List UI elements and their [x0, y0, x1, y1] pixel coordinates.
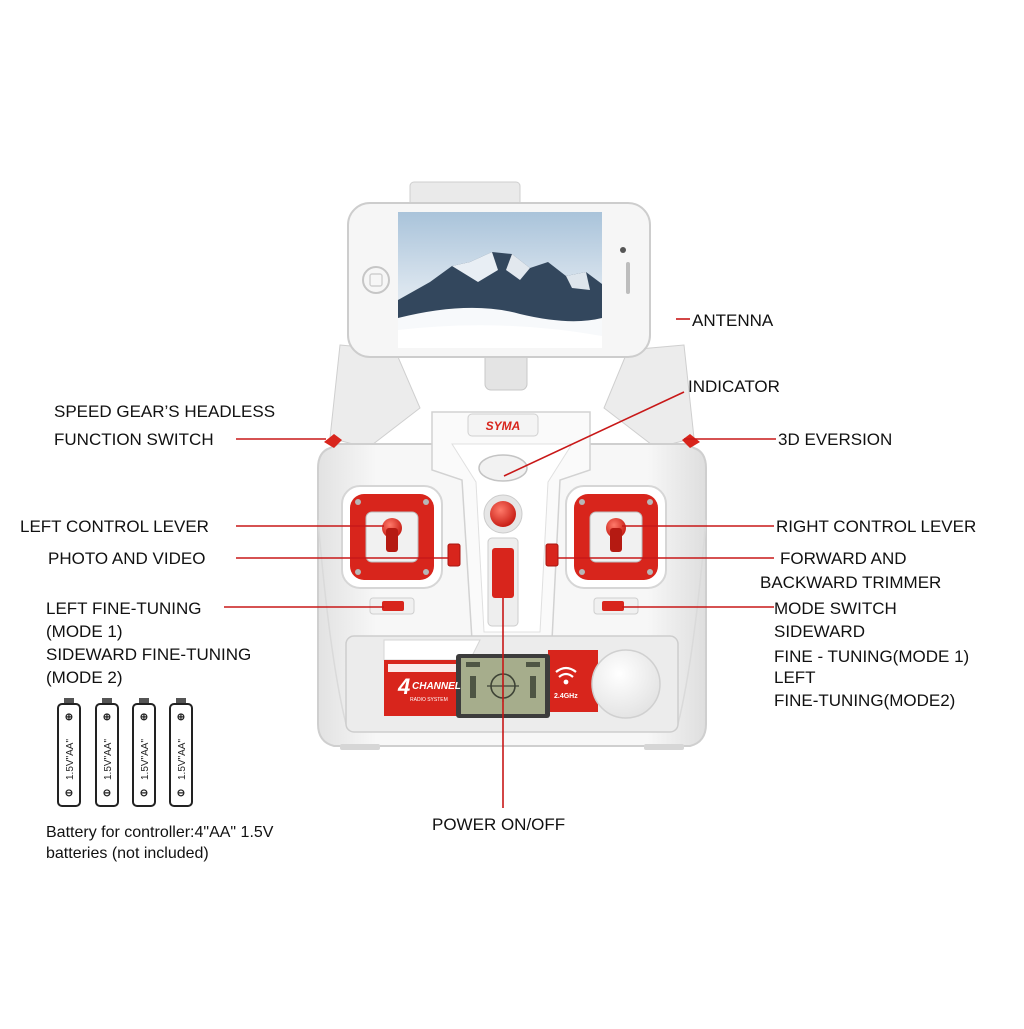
frequency-text: 2.4GHz [554, 693, 578, 700]
svg-text:⊕: ⊕ [65, 712, 73, 723]
label-left-fine-line4: (MODE 2) [46, 668, 123, 687]
label-left-control-lever: LEFT CONTROL LEVER [20, 517, 209, 536]
battery-illustration: ⊕ ⊖ 1.5V"AA" ⊕ ⊖ 1.5V"AA" ⊕ ⊖ 1.5V"AA" ⊕… [57, 698, 193, 807]
label-photo-video: PHOTO AND VIDEO [48, 549, 206, 568]
svg-text:⊖: ⊖ [140, 788, 148, 799]
phone-screen [398, 212, 602, 348]
wifi-icon [555, 666, 577, 673]
svg-text:⊕: ⊕ [140, 712, 148, 723]
label-power-on-off: POWER ON/OFF [432, 815, 566, 834]
radio-system-text: RADIO SYSTEM [410, 697, 448, 703]
label-indicator: INDICATOR [688, 377, 780, 396]
label-mode-switch-line2: SIDEWARD [774, 622, 865, 641]
battery-label: 1.5V"AA" [177, 739, 188, 780]
battery-label: 1.5V"AA" [65, 739, 76, 780]
label-left-fine-line1: LEFT FINE-TUNING [46, 599, 202, 618]
battery-label: 1.5V"AA" [103, 739, 114, 780]
battery-4: ⊕ ⊖ 1.5V"AA" [169, 698, 193, 807]
right-control-lever[interactable] [565, 485, 667, 589]
label-trimmer-line1: FORWARD AND [780, 549, 907, 568]
battery-2: ⊕ ⊖ 1.5V"AA" [95, 698, 119, 807]
label-right-control-lever: RIGHT CONTROL LEVER [776, 517, 977, 536]
svg-text:⊕: ⊕ [177, 712, 185, 723]
label-speed-gear-line1: SPEED GEAR’S HEADLESS [54, 402, 276, 421]
label-mode-switch-line1: MODE SWITCH [774, 599, 897, 618]
label-battery-line1: Battery for controller:4"AA" 1.5V [46, 824, 274, 841]
phone-holder [329, 181, 695, 449]
round-pad [591, 649, 661, 719]
svg-text:⊕: ⊕ [103, 712, 111, 723]
label-mode-switch-line4: LEFT [774, 668, 816, 687]
channel-number: 4 [397, 674, 410, 699]
label-mode-switch-line3: FINE - TUNING(MODE 1) [774, 647, 970, 666]
smartphone [347, 202, 651, 358]
channel-word: CHANNEL [412, 681, 461, 692]
label-speed-gear-line2: FUNCTION SWITCH [54, 430, 214, 449]
display-panel [345, 635, 679, 733]
label-antenna: ANTENNA [692, 311, 774, 330]
forward-backward-trimmer[interactable] [545, 543, 559, 567]
svg-text:⊖: ⊖ [177, 788, 185, 799]
power-slide-switch[interactable] [492, 548, 514, 598]
mode-switch-trimmer[interactable] [602, 601, 624, 611]
battery-1: ⊕ ⊖ 1.5V"AA" [57, 698, 81, 807]
photo-video-trimmer[interactable] [447, 543, 461, 567]
battery-3: ⊕ ⊖ 1.5V"AA" [132, 698, 156, 807]
svg-text:⊖: ⊖ [103, 788, 111, 799]
label-trimmer-line2: BACKWARD TRIMMER [760, 573, 942, 592]
indicator-light [478, 454, 528, 482]
label-left-fine-line3: SIDEWARD FINE-TUNING [46, 645, 252, 664]
label-left-fine-line2: (MODE 1) [46, 622, 123, 641]
svg-text:⊖: ⊖ [65, 788, 73, 799]
leader-lines [224, 318, 776, 808]
speed-gear-switch[interactable] [324, 434, 342, 448]
eversion-button[interactable] [682, 434, 700, 448]
label-mode-switch-line5: FINE-TUNING(MODE2) [774, 691, 956, 710]
power-button[interactable] [490, 501, 516, 527]
battery-label: 1.5V"AA" [140, 739, 151, 780]
label-battery-line2: batteries (not included) [46, 845, 209, 862]
left-control-lever[interactable] [341, 485, 443, 589]
brand-logo: SYMA [486, 419, 521, 433]
home-button-icon [362, 266, 390, 294]
label-3d-eversion: 3D EVERSION [778, 430, 893, 449]
left-fine-tuning-trimmer[interactable] [382, 601, 404, 611]
